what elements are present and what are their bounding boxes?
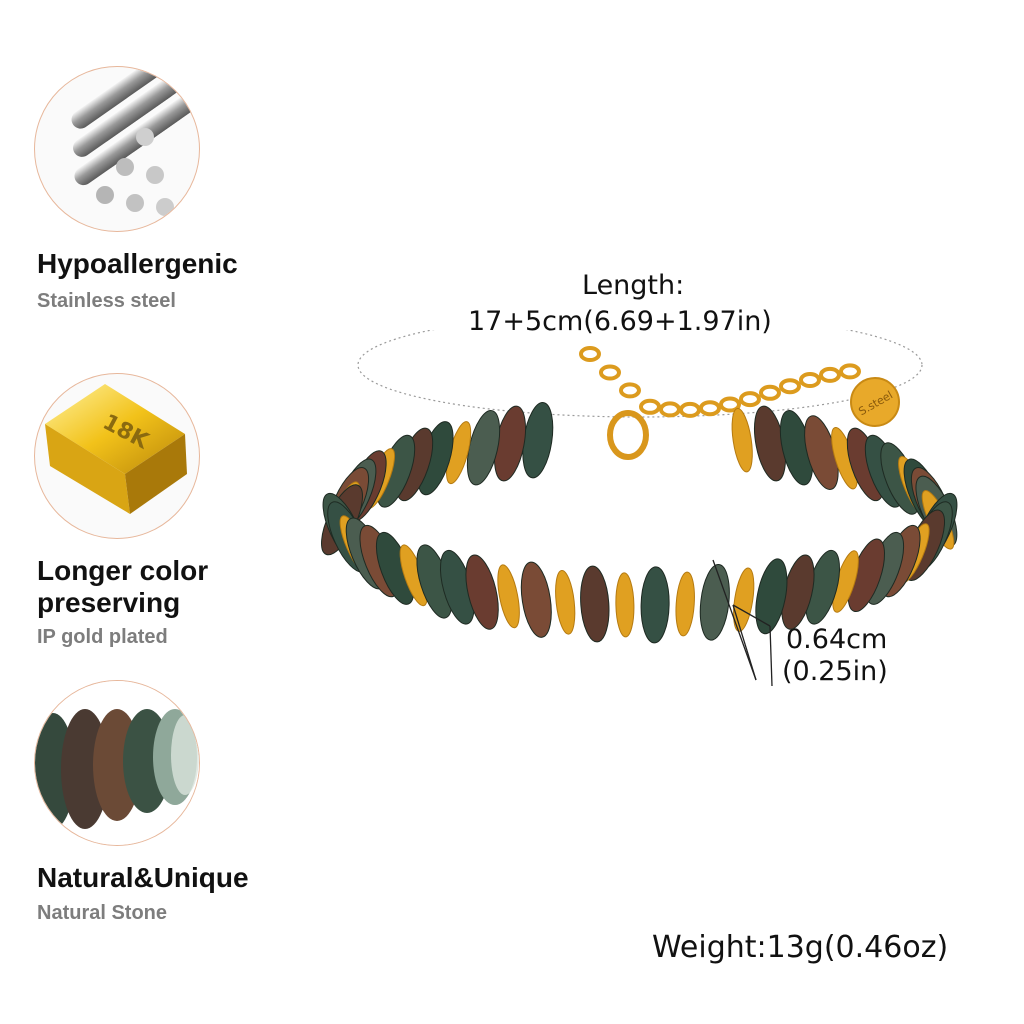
chain-link [579, 346, 601, 362]
clasp [607, 410, 649, 460]
steel-tag: S.steel [850, 377, 900, 427]
chain-link [839, 363, 861, 380]
bead-size-in: (0.25in) [782, 656, 888, 687]
chain-link [759, 384, 781, 401]
length-value: 17+5cm(6.69+1.97in) [468, 306, 772, 337]
steel-rods-icon-circle [34, 66, 200, 232]
gold-spacer-bead [615, 572, 635, 638]
feature-subtitle-stainless-steel: Stainless steel [37, 290, 176, 312]
bead-size-cm: 0.64cm [786, 624, 888, 655]
bead-size-pointer [712, 559, 773, 687]
length-label: Length: [582, 270, 685, 301]
steel-rods-icon [71, 67, 199, 216]
gold-spacer-bead [497, 564, 520, 629]
gold-bar-icon-circle: 18K [34, 373, 200, 539]
chain-link [599, 364, 621, 381]
length-guide-ellipse [357, 330, 923, 418]
chain-link [779, 378, 801, 395]
chain-link [719, 396, 741, 413]
stone-bead [699, 563, 730, 641]
chain-link [659, 401, 681, 418]
stone-bead [755, 558, 788, 635]
feature-title-color-preserving: Longer color preserving [37, 555, 209, 618]
gold-spacer-bead [555, 569, 576, 635]
stone-beads-icon-circle [34, 680, 200, 846]
stone-beads-icon [35, 681, 199, 845]
chain-link [639, 398, 661, 415]
gold-bar-icon: 18K [45, 384, 187, 514]
weight-label: Weight:13g(0.46oz) [652, 930, 949, 965]
gold-spacer-bead [733, 567, 755, 632]
feature-title-natural-unique: Natural&Unique [37, 862, 249, 893]
chain-link [819, 366, 841, 383]
gold-spacer-bead [731, 408, 753, 473]
feature-subtitle-natural-stone: Natural Stone [37, 902, 168, 924]
chain-link [699, 400, 721, 417]
stone-bead [580, 565, 610, 643]
extender-chain [579, 346, 861, 418]
chain-link [679, 401, 701, 418]
gold-spacer-bead [675, 571, 695, 637]
stone-bead [465, 554, 499, 630]
chain-link [619, 382, 641, 399]
stone-bead [520, 561, 552, 638]
chain-link [739, 391, 761, 408]
chain-link [799, 372, 821, 388]
bracelet-image: S.steel [321, 330, 958, 687]
stone-bead [640, 566, 670, 644]
bead-strand [321, 402, 958, 644]
feature-title-hypoallergenic: Hypoallergenic [37, 248, 238, 279]
feature-subtitle-ip-gold: IP gold plated [37, 626, 168, 648]
